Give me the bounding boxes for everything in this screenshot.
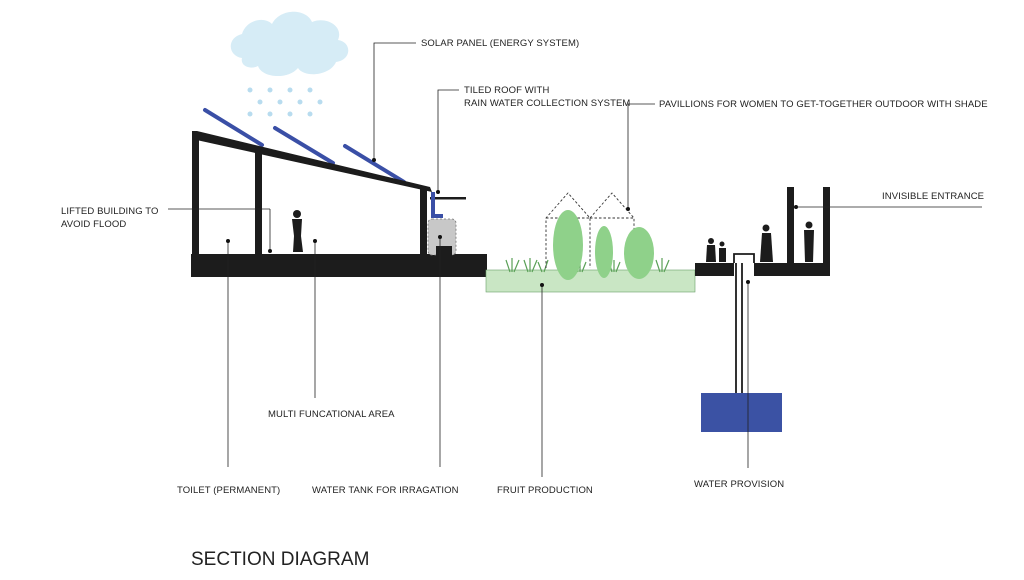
rain-cloud-icon: [230, 11, 349, 77]
fruit-trees: [553, 210, 654, 280]
label-multi-area: MULTI FUNCATIONAL AREA: [268, 409, 395, 420]
rain-downpipe: [431, 192, 443, 218]
label-fruit-production: FRUIT PRODUCTION: [497, 485, 593, 496]
leader-lines: [168, 42, 982, 477]
label-pavilions: PAVILLIONS FOR WOMEN TO GET-TOGETHER OUT…: [659, 99, 988, 110]
rain-drops: [247, 87, 323, 117]
label-lifted-line1: LIFTED BUILDING TO: [61, 206, 159, 217]
water-reservoir: [701, 393, 782, 432]
people-group: [706, 221, 814, 262]
label-invisible-entrance: INVISIBLE ENTRANCE: [882, 191, 984, 202]
label-lifted-line2: AVOID FLOOD: [61, 219, 126, 230]
person-figure: [292, 210, 303, 252]
label-solar-panel: SOLAR PANEL (ENERGY SYSTEM): [421, 38, 579, 49]
garden-bed: [485, 269, 696, 293]
label-tiled-roof-line1: TILED ROOF WITH: [464, 85, 549, 96]
steps: [436, 246, 452, 256]
diagram-title: SECTION DIAGRAM: [191, 549, 369, 570]
label-toilet: TOILET (PERMANENT): [177, 485, 280, 496]
entrance-structure: [695, 187, 830, 276]
label-water-provision: WATER PROVISION: [694, 479, 784, 490]
label-water-tank: WATER TANK FOR IRRAGATION: [312, 485, 459, 496]
label-tiled-roof-line2: RAIN WATER COLLECTION SYSTEM: [464, 98, 630, 109]
building-structure: [191, 131, 487, 277]
well-pipe: [733, 253, 755, 394]
solar-panels: [203, 108, 406, 184]
